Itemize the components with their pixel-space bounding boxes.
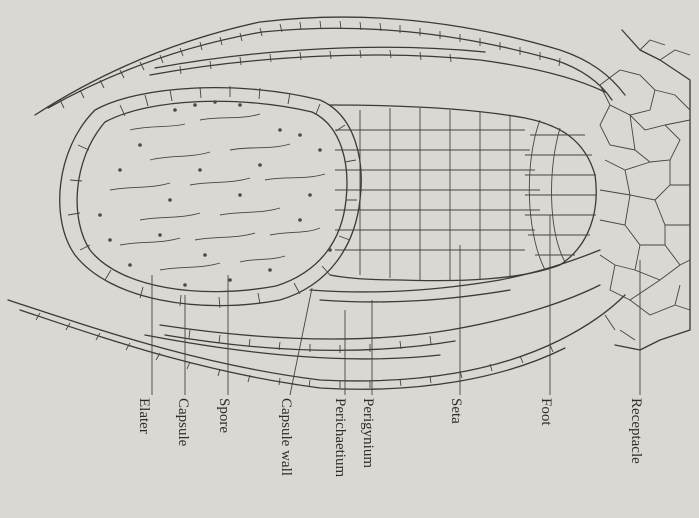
label-seta: Seta — [448, 398, 464, 424]
label-perichaetium: Perichaetium — [332, 398, 348, 477]
label-perigynium: Perigynium — [360, 398, 376, 468]
label-spore: Spore — [216, 398, 232, 433]
label-foot: Foot — [538, 398, 554, 426]
label-capsule-wall: Capsule wall — [278, 398, 294, 476]
perichaetium-outline — [145, 47, 605, 359]
leader-lines — [152, 215, 640, 395]
label-elater: Elater — [136, 398, 152, 434]
spore-dots — [98, 100, 332, 287]
receptacle-tissue — [600, 30, 690, 350]
label-capsule: Capsule — [175, 398, 191, 447]
seta-tissue — [330, 105, 597, 281]
capsule-body — [60, 86, 361, 308]
perigynium-outline — [8, 17, 625, 389]
labels: Elater Capsule Spore Capsule wall Perich… — [136, 398, 644, 477]
label-receptacle: Receptacle — [628, 398, 644, 464]
